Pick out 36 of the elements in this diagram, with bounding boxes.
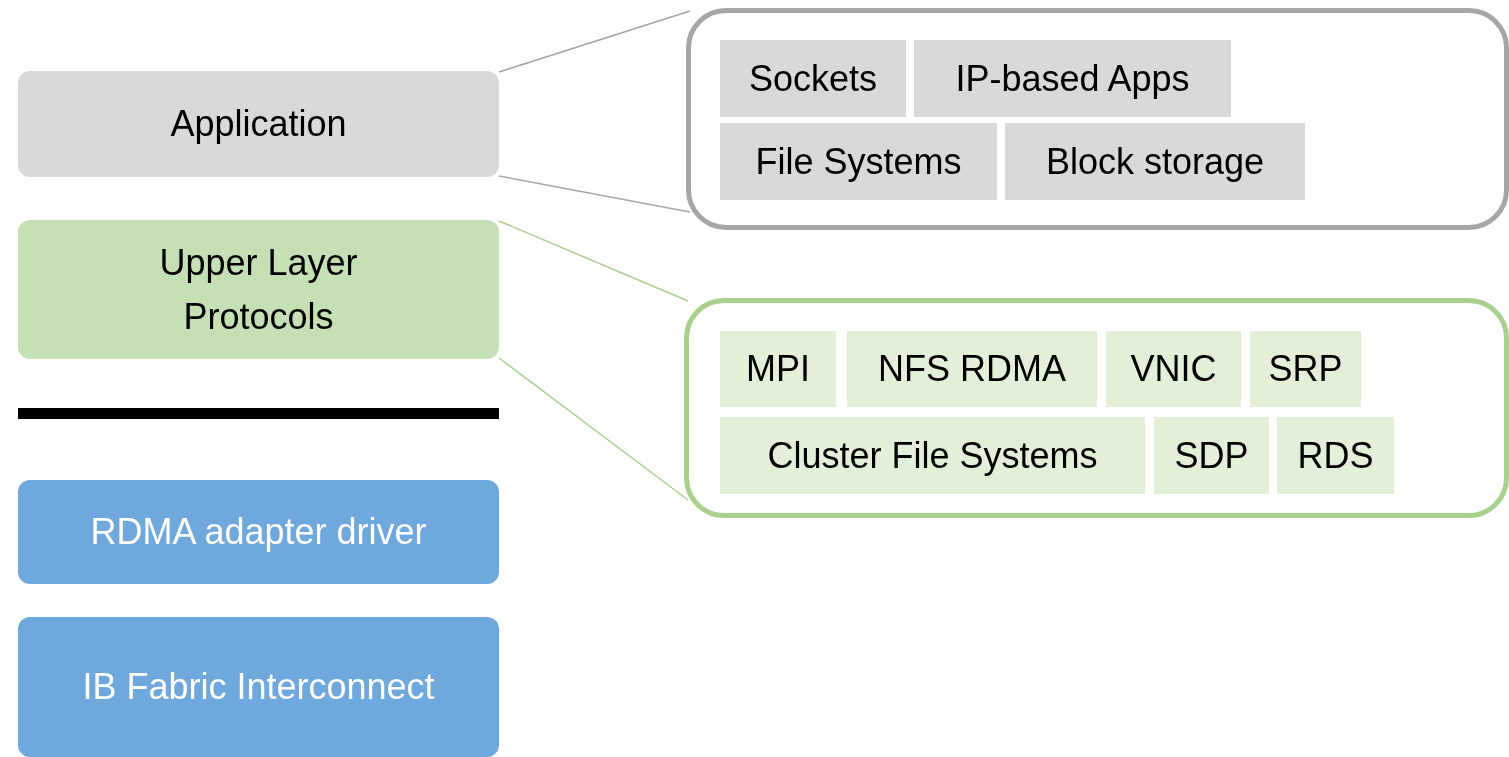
connector-line <box>498 220 689 302</box>
process-box <box>847 331 1097 407</box>
process-box <box>720 123 997 200</box>
box-label: IP-based Apps <box>955 56 1190 101</box>
process-box <box>720 331 836 407</box>
connector-line <box>498 357 689 501</box>
process-box <box>1154 417 1269 494</box>
box-label: Upper Layer Protocols <box>158 240 359 339</box>
connector-line <box>498 10 691 73</box>
box-label: Block storage <box>1045 139 1265 184</box>
process-box <box>18 71 499 177</box>
process-box <box>18 480 499 584</box>
process-box <box>1277 417 1394 494</box>
box-label: File Systems <box>755 139 962 184</box>
process-box <box>1250 331 1361 407</box>
group-frame <box>686 8 1509 230</box>
box-label: SRP <box>1268 347 1343 391</box>
process-box <box>1106 331 1241 407</box>
box-label: Sockets <box>748 56 878 101</box>
process-box <box>914 40 1231 117</box>
process-box <box>18 617 499 757</box>
process-box <box>720 417 1145 494</box>
box-label: SDP <box>1174 433 1249 478</box>
box-label: RDMA adapter driver <box>90 510 427 554</box>
box-label: RDS <box>1297 433 1374 478</box>
box-label: IB Fabric Interconnect <box>82 665 435 709</box>
connector-line <box>498 175 691 213</box>
process-box <box>1005 123 1305 200</box>
process-box <box>18 220 499 359</box>
box-label: MPI <box>746 347 810 391</box>
box-label: VNIC <box>1130 347 1217 391</box>
box-label: Cluster File Systems <box>767 433 1098 478</box>
group-frame <box>684 298 1509 518</box>
box-label: NFS RDMA <box>878 347 1066 391</box>
box-label: Application <box>170 102 347 146</box>
process-box <box>720 40 906 117</box>
